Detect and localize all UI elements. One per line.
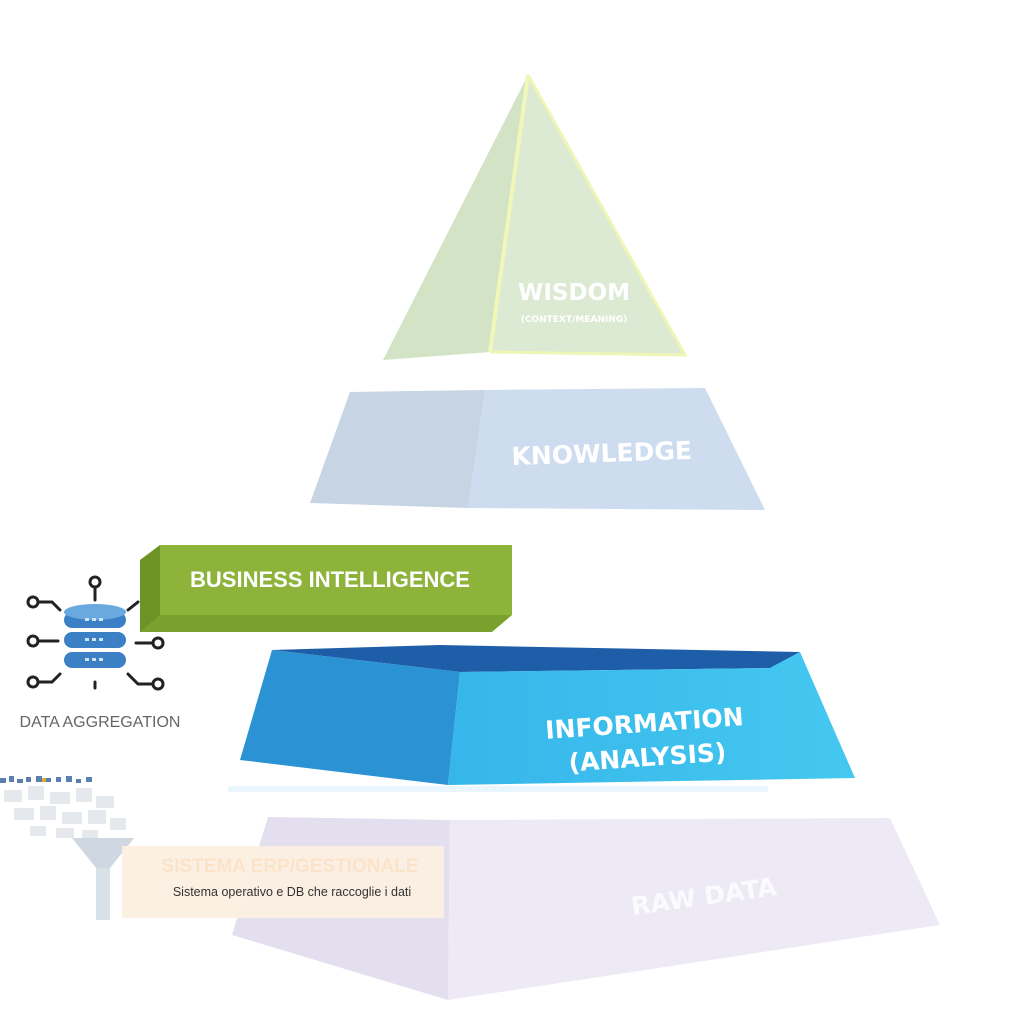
document-cloud-icon xyxy=(0,776,126,840)
information-side-face xyxy=(240,650,460,785)
business-intelligence-label: BUSINESS INTELLIGENCE xyxy=(190,567,470,592)
knowledge-front-face xyxy=(468,388,765,510)
business-intelligence-bottom-edge xyxy=(140,615,512,632)
erp-title: SISTEMA ERP/GESTIONALE xyxy=(162,856,419,877)
information-top-face xyxy=(272,645,800,672)
business-intelligence-fold xyxy=(140,545,160,632)
information-base-shadow xyxy=(228,786,768,792)
wisdom-sublabel: (CONTEXT/MEANING) xyxy=(521,315,628,325)
business-intelligence-banner: BUSINESS INTELLIGENCE xyxy=(140,545,512,632)
knowledge-tier: KNOWLEDGE xyxy=(310,388,765,510)
funnel-icon xyxy=(72,838,134,920)
erp-box-background xyxy=(122,846,444,918)
erp-box: SISTEMA ERP/GESTIONALE Sistema operativo… xyxy=(122,846,444,918)
raw-data-front-face xyxy=(448,818,940,1000)
wisdom-edge-highlight xyxy=(488,74,530,353)
knowledge-label: KNOWLEDGE xyxy=(511,436,692,471)
knowledge-side-face xyxy=(310,390,485,508)
data-aggregation-label: DATA AGGREGATION xyxy=(20,714,181,731)
wisdom-tier: WISDOM (CONTEXT/MEANING) xyxy=(383,74,688,360)
wisdom-edge-highlight-2 xyxy=(489,74,688,357)
wisdom-side-face xyxy=(383,75,528,360)
wisdom-front-face xyxy=(490,75,685,355)
wisdom-label: WISDOM xyxy=(518,280,630,306)
information-tier: INFORMATION (ANALYSIS) xyxy=(228,645,855,792)
erp-description: Sistema operativo e DB che raccoglie i d… xyxy=(173,885,411,899)
business-intelligence-face xyxy=(160,545,512,615)
database-icon xyxy=(26,575,165,691)
information-front-face xyxy=(448,652,855,785)
